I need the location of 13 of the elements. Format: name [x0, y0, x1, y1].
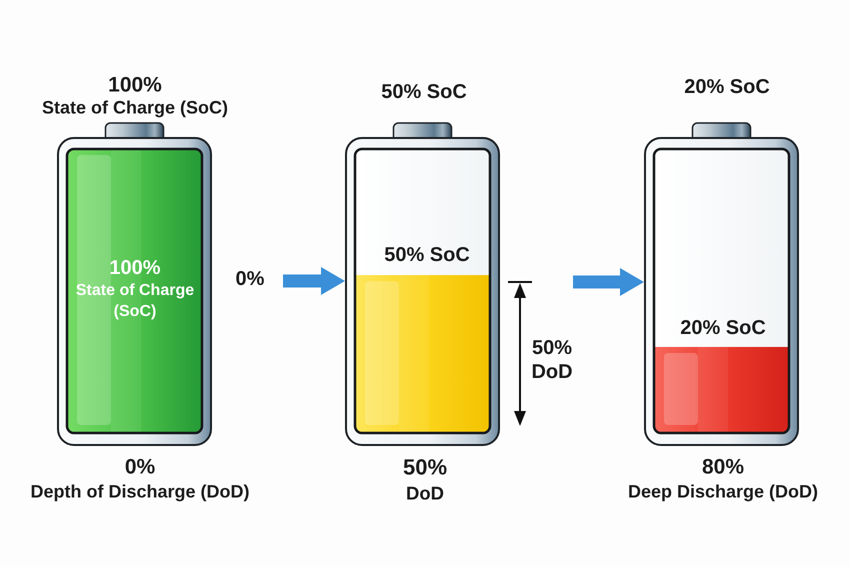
percentage-label: 0%: [234, 267, 266, 291]
battery-heading: 50% SoC: [380, 80, 468, 104]
arrow: [283, 267, 345, 295]
discharge-caption: 0% Depth of Discharge (DoD): [29, 454, 250, 504]
charge-level-label: 100% State of Charge (SoC): [74, 256, 196, 322]
discharge-caption: 50% DoD: [402, 454, 448, 504]
arrow: [573, 268, 644, 296]
charge-level-label: 20% SoC: [679, 316, 767, 340]
charge-level-label: 50% SoC: [383, 243, 471, 267]
dimension-label: 50% DoD: [530, 336, 574, 384]
discharge-caption: 80% Deep Discharge (DoD): [626, 454, 820, 504]
battery-heading: 100% State of Charge (SoC): [40, 72, 229, 120]
battery-heading: 20% SoC: [683, 75, 771, 99]
